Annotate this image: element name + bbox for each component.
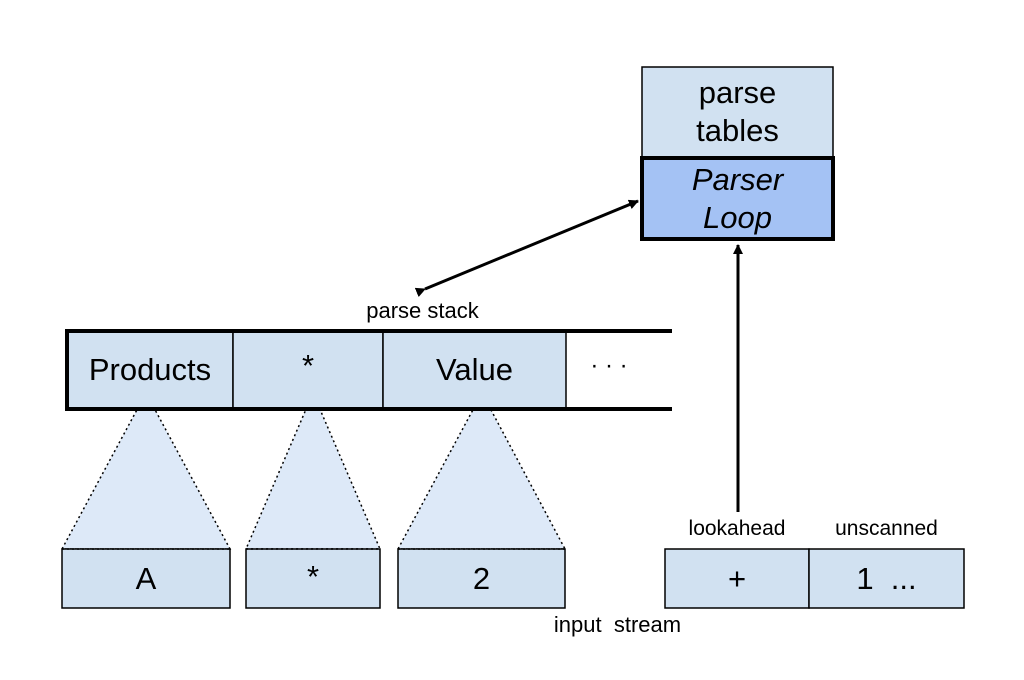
leaf-text-2: 2 <box>472 560 491 596</box>
parser-loop-label: Parser Loop <box>642 160 833 238</box>
input-stream-label: input stream <box>553 612 682 637</box>
parser-loop-line2: Loop <box>703 200 772 235</box>
subtree-products <box>60 391 232 550</box>
stack-loop-arrow <box>414 199 639 298</box>
parser-loop-box <box>640 156 835 241</box>
lookahead-value: + <box>727 560 747 596</box>
stack-text-value: Value <box>436 352 513 387</box>
stack-text-products: Products <box>88 352 212 387</box>
subtree-value <box>396 391 567 550</box>
subtree-star <box>244 391 382 550</box>
unscanned-value: 1 ... <box>856 560 917 596</box>
parser-loop-line1: Parser <box>691 162 784 197</box>
stack-text-star: * <box>301 348 315 383</box>
leaf-box-2 <box>397 548 566 609</box>
stack-text-ellipsis: · · · <box>590 352 628 379</box>
stack-cell-value <box>382 330 567 410</box>
leaf-text-star: * <box>306 558 320 594</box>
parse-stack-label: parse stack <box>366 298 479 323</box>
unscanned-label: unscanned <box>835 517 938 540</box>
parse-tables-label: parse tables <box>642 72 833 152</box>
parse-tables-line1: parse <box>698 75 777 110</box>
lookahead-label: lookahead <box>688 517 786 540</box>
parse-tables-box <box>641 66 834 159</box>
unscanned-box <box>808 548 965 609</box>
lookahead-box <box>664 548 810 609</box>
leaf-text-a: A <box>135 560 157 596</box>
leaf-box-a <box>61 548 231 609</box>
parse-tables-line2: tables <box>696 113 779 148</box>
